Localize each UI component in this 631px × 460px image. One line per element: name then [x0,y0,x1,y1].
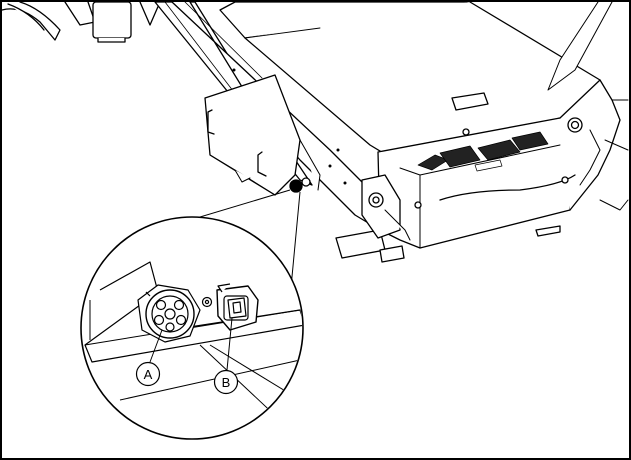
connector-a [137,284,201,343]
callout-b: B [213,369,239,395]
box-left-fixture [361,174,401,239]
callout-b-circle [213,369,239,395]
callout-a-circle [135,361,161,387]
callout-leaders [149,317,233,371]
callout-b-label: B [222,375,231,390]
base-block-right [379,245,405,263]
handle-upper [207,109,215,135]
callout-a-label: A [144,367,153,382]
callout-a: A [135,361,161,387]
upper-left-parts [1,1,161,43]
connector-b [216,283,259,331]
label-plate [451,92,489,111]
detail-magnifier [80,216,304,440]
vent-grilles [417,131,549,172]
machine-connector [289,177,311,193]
machine-assembly [1,1,629,263]
handle-lower [257,151,267,177]
